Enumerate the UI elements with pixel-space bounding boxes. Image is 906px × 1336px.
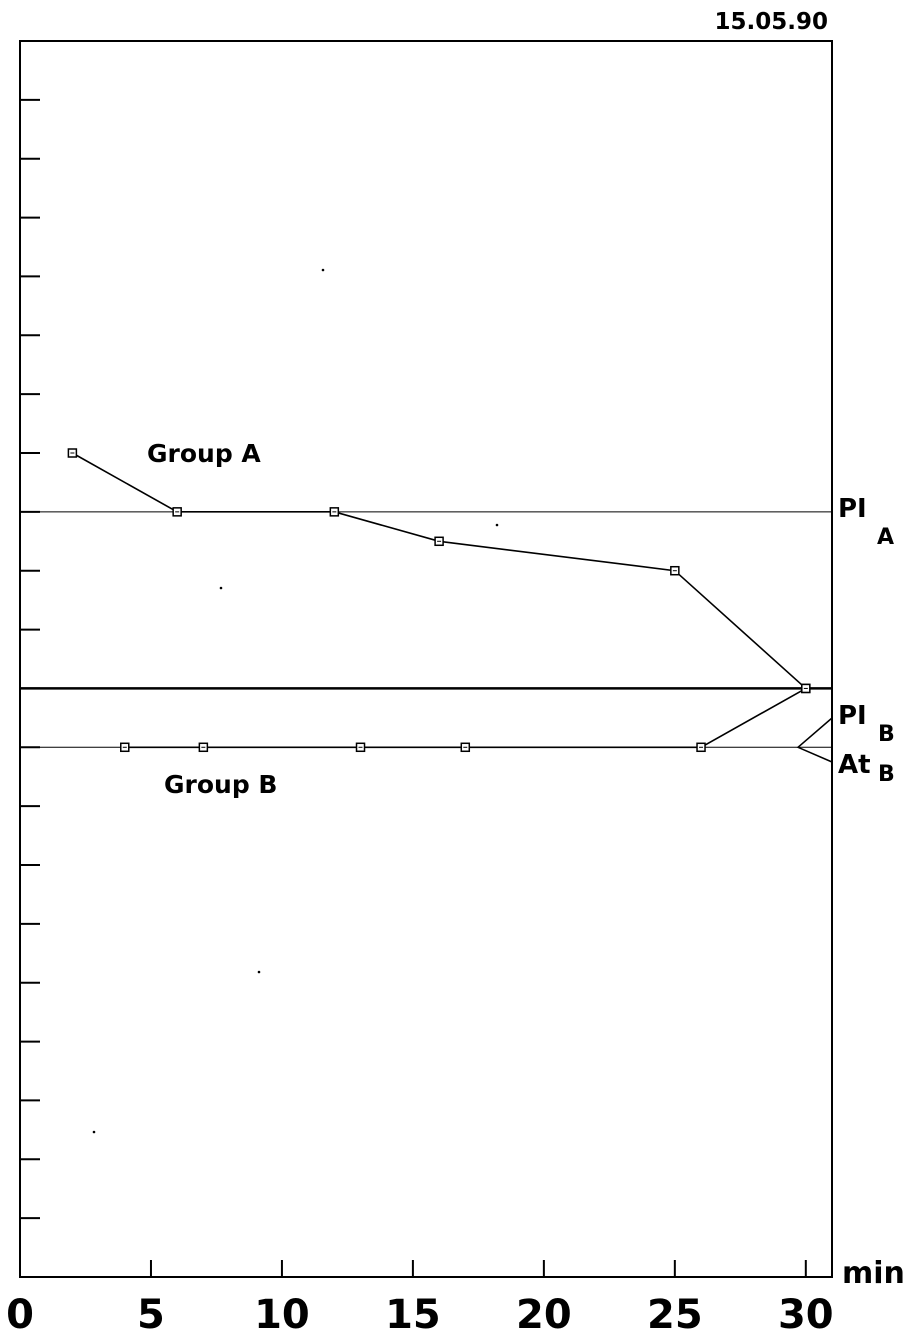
series-label-group-b: Group B bbox=[164, 770, 277, 799]
reference-label-pi-a-subscript: A bbox=[877, 525, 894, 550]
series-line-1 bbox=[124, 687, 807, 749]
speck bbox=[257, 970, 261, 974]
series-points bbox=[67, 448, 811, 753]
y-axis-ticks bbox=[20, 98, 40, 1220]
annotation-label-at-b-subscript: B bbox=[878, 762, 895, 787]
x-tick-label: 5 bbox=[137, 1292, 165, 1336]
x-tick-label: 15 bbox=[385, 1292, 441, 1336]
x-axis-ticks bbox=[149, 1260, 807, 1277]
date-label: 15.05.90 bbox=[715, 9, 829, 35]
speck bbox=[92, 1130, 96, 1134]
series-lines bbox=[71, 452, 807, 749]
label-pointer bbox=[796, 717, 833, 763]
annotation-label-at-b: At bbox=[838, 750, 871, 780]
reference-lines bbox=[20, 511, 832, 748]
x-tick-label: 20 bbox=[516, 1292, 572, 1336]
series-line-0 bbox=[71, 452, 807, 690]
speck bbox=[495, 523, 499, 527]
speck bbox=[321, 268, 325, 272]
x-tick-label: 0 bbox=[6, 1292, 34, 1336]
x-axis-tick-labels: 0 5 10 15 20 25 30 bbox=[6, 1292, 834, 1336]
x-tick-label: 25 bbox=[647, 1292, 703, 1336]
x-axis-unit-label: min bbox=[842, 1256, 905, 1291]
x-tick-label: 10 bbox=[254, 1292, 310, 1336]
reference-label-pi-a: PI bbox=[838, 494, 867, 524]
plot-frame bbox=[19, 40, 833, 1278]
reference-label-pi-b-subscript: B bbox=[878, 722, 895, 747]
chart-labels: Group A Group B PI A PI B At B bbox=[92, 268, 895, 1134]
x-tick-label: 30 bbox=[778, 1292, 834, 1336]
speck bbox=[219, 586, 223, 590]
reference-label-pi-b: PI bbox=[838, 701, 867, 731]
series-label-group-a: Group A bbox=[147, 439, 261, 468]
plot-border bbox=[19, 40, 833, 1278]
